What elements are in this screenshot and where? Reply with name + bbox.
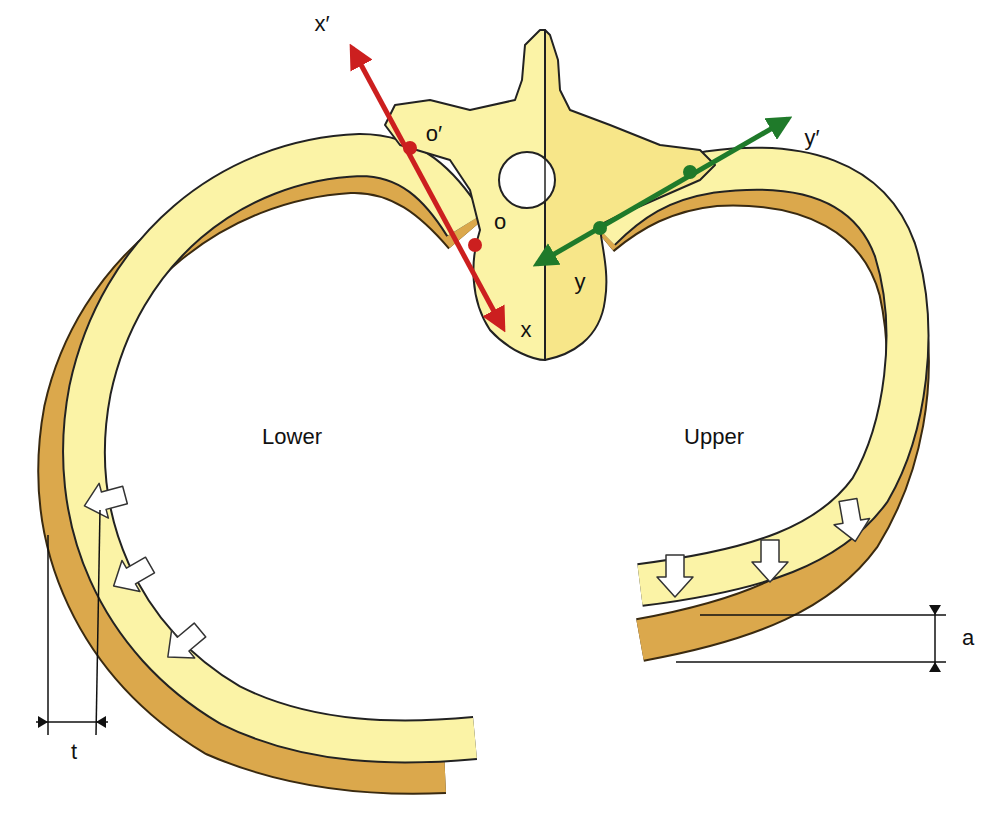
- dimension-a: [676, 605, 946, 672]
- dimension-label: a: [962, 627, 974, 649]
- axis-point-label: y′: [804, 127, 819, 149]
- axis-point-label: o′: [426, 123, 442, 145]
- rib-label: Upper: [684, 426, 744, 448]
- rib-label: Lower: [262, 426, 322, 448]
- motion-arrows: [80, 478, 873, 671]
- dimension-t: [36, 510, 108, 735]
- dimension-label: t: [71, 741, 77, 763]
- axis-point-label: x′: [314, 13, 329, 35]
- axis-point-label: y: [575, 271, 586, 293]
- axis-point-label: o: [494, 211, 506, 233]
- axis-point-label: x: [521, 319, 532, 341]
- rotation-axes: [352, 48, 788, 328]
- vertebra: [385, 30, 715, 360]
